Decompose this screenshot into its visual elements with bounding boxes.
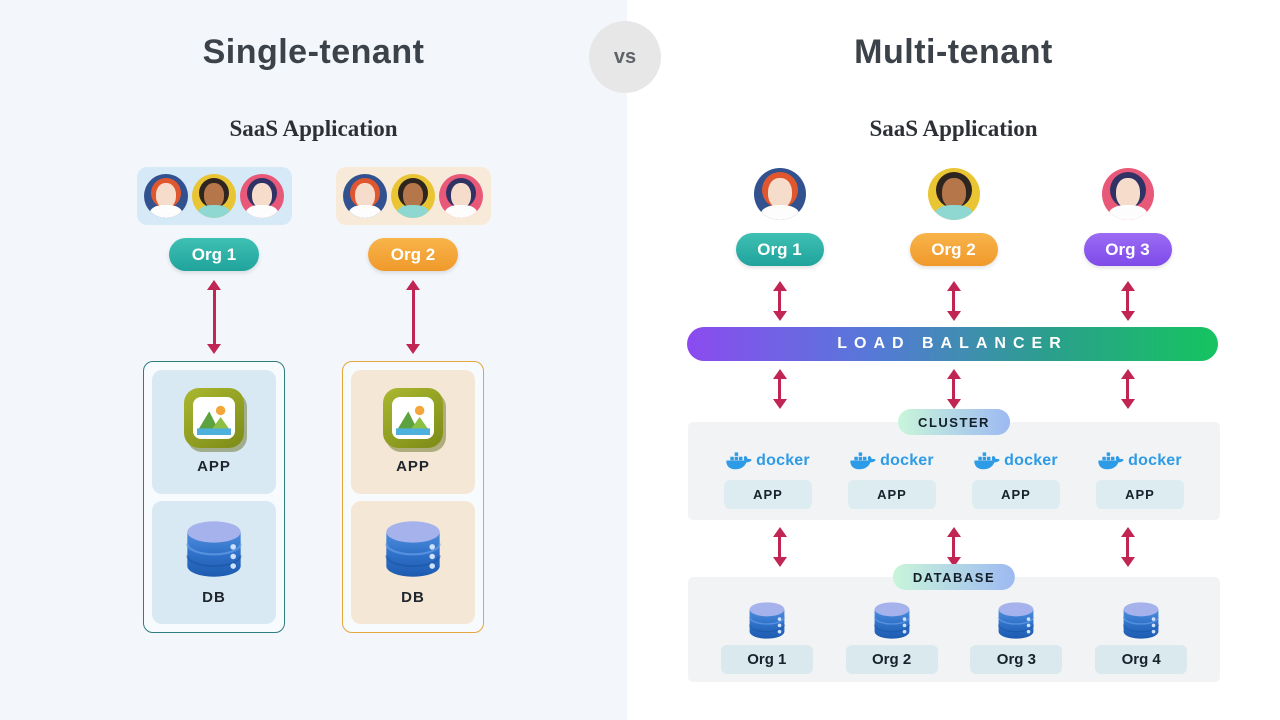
org1-app-card: APP	[152, 370, 276, 494]
arrows-orgs-to-lb	[627, 281, 1280, 321]
woman-avatar-pink-icon	[439, 174, 483, 218]
database-cylinder-icon	[385, 520, 441, 577]
cluster-node-3: docker APP	[972, 422, 1060, 520]
app-chip: APP	[724, 480, 812, 509]
org-column-3: Org 3	[1080, 168, 1176, 266]
docker-wordmark: docker	[880, 452, 934, 469]
single-tenant-title: Single-tenant	[202, 33, 425, 71]
vs-badge: vs	[589, 21, 661, 93]
docker-logo: docker	[850, 450, 934, 472]
multi-tenant-panel: Multi-tenant SaaS Application Org 1 Org …	[627, 0, 1280, 720]
arrows-lb-to-cluster	[627, 369, 1280, 409]
database-node-4: Org 4	[1095, 577, 1188, 682]
cluster-node-4: docker APP	[1096, 422, 1184, 520]
docker-whale-icon	[1098, 451, 1124, 469]
org-column-2: Org 2	[906, 168, 1002, 266]
cluster-node-2: docker APP	[848, 422, 936, 520]
db-org-chip: Org 4	[1095, 645, 1188, 674]
org2-db-card: DB	[351, 500, 475, 624]
single-tenant-panel: Single-tenant SaaS Application Org 1	[0, 0, 627, 720]
org2-app-label: APP	[396, 458, 430, 476]
image-app-icon	[184, 388, 244, 449]
docker-whale-icon	[974, 451, 1000, 469]
app-chip: APP	[972, 480, 1060, 509]
tenant-column-org1: Org 1 APP	[136, 167, 292, 633]
database-cylinder-icon	[186, 520, 242, 577]
woman-avatar-blue-icon	[343, 174, 387, 218]
db-org-chip: Org 2	[845, 645, 938, 674]
org2-stack-box: APP DB	[342, 361, 484, 633]
database-cylinder-icon	[1123, 602, 1160, 639]
docker-wordmark: docker	[1128, 452, 1182, 469]
single-tenant-subtitle: SaaS Application	[229, 116, 398, 141]
docker-logo: docker	[974, 450, 1058, 472]
multi-tenant-subtitle: SaaS Application	[869, 116, 1038, 141]
org1-db-label: DB	[202, 588, 226, 606]
image-app-icon	[383, 388, 443, 449]
single-tenant-columns: Org 1 APP	[0, 167, 627, 633]
org3-badge: Org 3	[1083, 233, 1172, 266]
org2-badge: Org 2	[909, 233, 998, 266]
cluster-tag: CLUSTER	[898, 409, 1010, 435]
tenant-column-org2: Org 2 APP	[335, 167, 491, 633]
woman-avatar-blue-icon	[753, 168, 806, 220]
org-column-1: Org 1	[732, 168, 828, 266]
db-org-chip: Org 3	[970, 645, 1063, 674]
woman-avatar-yellow-icon	[391, 174, 435, 218]
org1-badge: Org 1	[735, 233, 824, 266]
app-chip: APP	[848, 480, 936, 509]
double-arrow-icon	[946, 369, 962, 409]
database-cylinder-icon	[998, 602, 1035, 639]
multi-tenant-orgs-row: Org 1 Org 2 Org 3	[627, 168, 1280, 266]
cluster-node-1: docker APP	[724, 422, 812, 520]
org2-db-label: DB	[401, 588, 425, 606]
database-node-2: Org 2	[845, 577, 938, 682]
double-arrow-icon	[1120, 527, 1136, 567]
database-tag: DATABASE	[892, 564, 1016, 590]
app-chip: APP	[1096, 480, 1184, 509]
org1-stack-box: APP	[143, 361, 285, 633]
org1-badge: Org 1	[169, 238, 259, 271]
db-org-chip: Org 1	[720, 645, 813, 674]
database-panel: DATABASE Org 1 Org 2 Org 3 Org 4	[688, 564, 1220, 682]
org2-badge: Org 2	[368, 238, 458, 271]
database-cylinder-icon	[873, 602, 910, 639]
org1-app-label: APP	[197, 458, 231, 476]
arrows-cluster-to-db	[627, 527, 1280, 567]
docker-whale-icon	[850, 451, 876, 469]
org2-app-card: APP	[351, 370, 475, 494]
double-arrow-icon	[946, 281, 962, 321]
database-cylinder-icon	[748, 602, 785, 639]
double-arrow-icon	[1120, 369, 1136, 409]
double-arrow-icon	[772, 369, 788, 409]
double-arrow-icon	[206, 280, 222, 354]
multi-tenant-title: Multi-tenant	[854, 33, 1053, 71]
double-arrow-icon	[405, 280, 421, 354]
org2-users-group	[335, 167, 491, 225]
org1-users-group	[136, 167, 292, 225]
woman-avatar-blue-icon	[144, 174, 188, 218]
docker-wordmark: docker	[1004, 452, 1058, 469]
double-arrow-icon	[946, 527, 962, 567]
cluster-panel: CLUSTER docker APP docker APP docker	[688, 409, 1220, 520]
woman-avatar-yellow-icon	[927, 168, 980, 220]
docker-whale-icon	[726, 451, 752, 469]
double-arrow-icon	[772, 281, 788, 321]
org1-db-card: DB	[152, 500, 276, 624]
database-node-1: Org 1	[720, 577, 813, 682]
docker-logo: docker	[726, 450, 810, 472]
double-arrow-icon	[1120, 281, 1136, 321]
woman-avatar-yellow-icon	[192, 174, 236, 218]
database-node-3: Org 3	[970, 577, 1063, 682]
docker-wordmark: docker	[756, 452, 810, 469]
docker-logo: docker	[1098, 450, 1182, 472]
woman-avatar-pink-icon	[240, 174, 284, 218]
double-arrow-icon	[772, 527, 788, 567]
woman-avatar-pink-icon	[1101, 168, 1154, 220]
load-balancer-bar: LOAD BALANCER	[687, 327, 1218, 361]
